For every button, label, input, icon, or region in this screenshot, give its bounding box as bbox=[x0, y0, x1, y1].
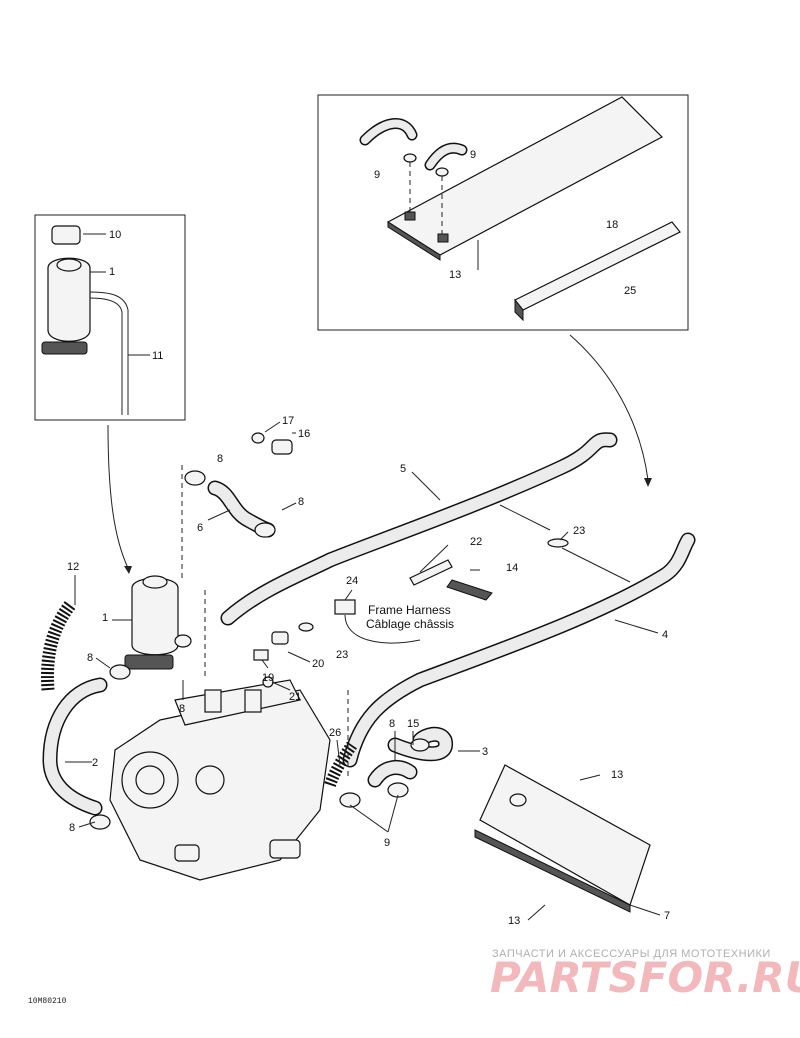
hose-5 bbox=[220, 432, 618, 626]
small-hose-16 bbox=[251, 432, 293, 455]
tie-23 bbox=[298, 538, 569, 632]
heat-exchanger-7 bbox=[474, 764, 651, 913]
callout-16: 16 bbox=[298, 428, 310, 440]
callout-8-e: 8 bbox=[389, 718, 395, 730]
callout-9-inset-b: 9 bbox=[470, 149, 476, 161]
callout-8-d: 8 bbox=[179, 703, 185, 715]
callout-8-c: 8 bbox=[87, 652, 93, 664]
callout-13-b: 13 bbox=[508, 915, 520, 927]
callout-8-f: 8 bbox=[69, 822, 75, 834]
frame-harness-label: Frame Harness bbox=[368, 603, 451, 617]
coolant-reservoir bbox=[124, 575, 179, 670]
small-hoses-detail bbox=[359, 118, 468, 171]
callout-7: 7 bbox=[664, 910, 670, 922]
callout-22: 22 bbox=[470, 536, 482, 548]
pin-22 bbox=[409, 559, 453, 586]
callout-24: 24 bbox=[346, 575, 358, 587]
callout-1: 1 bbox=[102, 612, 108, 624]
fittings-detail bbox=[403, 153, 479, 270]
callout-8-a: 8 bbox=[217, 453, 223, 465]
watermark-logo: PARTSFOR.RU bbox=[490, 953, 800, 1002]
callout-6: 6 bbox=[197, 522, 203, 534]
engine bbox=[109, 679, 331, 881]
leader-lines bbox=[107, 334, 652, 780]
callout-23-b: 23 bbox=[336, 649, 348, 661]
callout-1-inset: 1 bbox=[109, 266, 115, 278]
callout-14: 14 bbox=[506, 562, 518, 574]
callout-15: 15 bbox=[407, 718, 419, 730]
watermark-tagline: ЗАПЧАСТИ И АКСЕССУАРЫ ДЛЯ МОТОТЕХНИКИ bbox=[492, 948, 771, 960]
callout-21: 21 bbox=[289, 691, 301, 703]
callout-5: 5 bbox=[400, 463, 406, 475]
rail-strip-25 bbox=[514, 221, 681, 322]
callout-17: 17 bbox=[282, 415, 294, 427]
corrugated-hose-12 bbox=[40, 601, 76, 691]
callout-12: 12 bbox=[67, 561, 79, 573]
callout-2: 2 bbox=[92, 757, 98, 769]
figure-code: 10M80210 bbox=[28, 997, 67, 1006]
reservoir-cap bbox=[51, 225, 81, 245]
callout-13-a: 13 bbox=[611, 769, 623, 781]
callout-18: 18 bbox=[606, 219, 618, 231]
callout-26: 26 bbox=[329, 727, 341, 739]
callout-25: 25 bbox=[624, 285, 636, 297]
hose-3-15 bbox=[367, 726, 453, 788]
hose-2 bbox=[42, 677, 108, 816]
coolant-reservoir-detail bbox=[41, 257, 91, 355]
clamps-8 bbox=[89, 470, 430, 830]
clip-20 bbox=[271, 631, 289, 645]
callout-13-inset: 13 bbox=[449, 269, 461, 281]
overflow-tube-11 bbox=[89, 291, 129, 415]
fittings-9 bbox=[339, 782, 409, 808]
callout-23-a: 23 bbox=[573, 525, 585, 537]
heat-exchanger-plate bbox=[386, 96, 663, 261]
block-14 bbox=[446, 579, 493, 601]
sensor-19 bbox=[253, 649, 269, 661]
callout-labels: 10 1 11 9 9 18 13 25 17 16 8 5 8 6 23 22… bbox=[67, 149, 670, 927]
callout-9-inset-a: 9 bbox=[374, 169, 380, 181]
callout-4: 4 bbox=[662, 629, 668, 641]
callout-8-b: 8 bbox=[298, 496, 304, 508]
callout-10: 10 bbox=[109, 229, 121, 241]
callout-3: 3 bbox=[482, 746, 488, 758]
callout-19: 19 bbox=[262, 672, 274, 684]
callout-11: 11 bbox=[152, 350, 163, 362]
callout-9: 9 bbox=[384, 837, 390, 849]
label-leaders bbox=[65, 233, 661, 921]
hose-4 bbox=[342, 532, 696, 768]
frame-harness-label-fr: Câblage châssis bbox=[366, 617, 454, 631]
callout-20: 20 bbox=[312, 658, 324, 670]
